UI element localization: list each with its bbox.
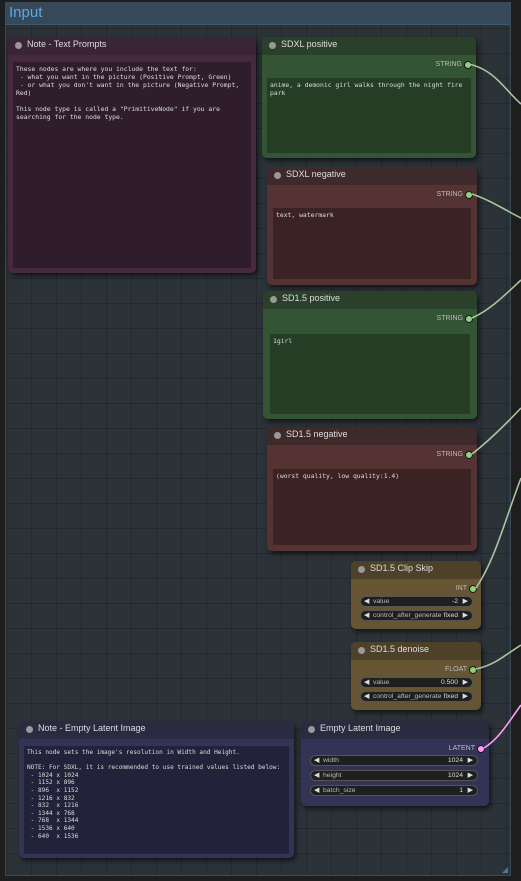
node-title: SDXL positive	[281, 39, 338, 49]
clip-skip-node[interactable]: SD1.5 Clip Skip INT ◀ value -2 ▶ ◀ contr…	[351, 561, 481, 629]
collapse-dot-icon[interactable]	[270, 296, 277, 303]
widget-label: value	[373, 679, 390, 686]
node-header[interactable]: SD1.5 denoise	[351, 642, 481, 660]
widget-value: fixed	[443, 612, 458, 619]
decrement-arrow-icon[interactable]: ◀	[314, 787, 320, 794]
output-label: STRING	[435, 61, 462, 68]
widget-label: value	[373, 598, 390, 605]
node-header[interactable]: Empty Latent Image	[301, 721, 489, 739]
sdxl-negative-node[interactable]: SDXL negative STRING text, watermark	[267, 167, 477, 285]
collapse-dot-icon[interactable]	[274, 432, 281, 439]
prev-arrow-icon[interactable]: ◀	[364, 693, 370, 700]
output-label: INT	[455, 585, 467, 592]
node-header[interactable]: SDXL negative	[267, 167, 477, 185]
widget-label: height	[323, 772, 342, 779]
node-header[interactable]: SD1.5 negative	[267, 427, 477, 445]
note-text-prompts-node[interactable]: Note - Text Prompts These nodes are wher…	[8, 37, 256, 273]
value-number-widget[interactable]: ◀ value 0.500 ▶	[360, 677, 473, 688]
control-after-generate-combo[interactable]: ◀ control_after_generate fixed ▶	[360, 691, 473, 702]
sdxl-positive-node[interactable]: SDXL positive STRING anime, a demonic gi…	[262, 37, 476, 158]
next-arrow-icon[interactable]: ▶	[462, 693, 468, 700]
widget-label: control_after_generate	[373, 612, 442, 619]
node-title: Note - Empty Latent Image	[38, 723, 146, 733]
prev-arrow-icon[interactable]: ◀	[364, 612, 370, 619]
widget-label: width	[323, 757, 339, 764]
prompt-textarea[interactable]: 1girl	[270, 334, 470, 414]
output-label: STRING	[436, 191, 463, 198]
increment-arrow-icon[interactable]: ▶	[467, 757, 473, 764]
output-label: LATENT	[448, 745, 475, 752]
node-header[interactable]: SD1.5 positive	[263, 291, 477, 309]
decrement-arrow-icon[interactable]: ◀	[314, 757, 320, 764]
increment-arrow-icon[interactable]: ▶	[467, 787, 473, 794]
output-label: STRING	[436, 451, 463, 458]
collapse-dot-icon[interactable]	[26, 726, 33, 733]
note-empty-latent-node[interactable]: Note - Empty Latent Image This node sets…	[19, 721, 294, 858]
node-title: SDXL negative	[286, 169, 346, 179]
value-number-widget[interactable]: ◀ value -2 ▶	[360, 596, 473, 607]
batch-size-widget[interactable]: ◀ batch_size 1 ▶	[310, 785, 478, 796]
collapse-dot-icon[interactable]	[269, 42, 276, 49]
group-title: Input	[9, 4, 43, 21]
prompt-textarea[interactable]: (worst quality, low quality:1.4)	[273, 469, 471, 545]
note-textarea[interactable]: This node sets the image's resolution in…	[24, 746, 289, 854]
prompt-textarea[interactable]: anime, a demonic girl walks through the …	[267, 78, 471, 153]
decrement-arrow-icon[interactable]: ◀	[364, 679, 370, 686]
increment-arrow-icon[interactable]: ▶	[462, 598, 468, 605]
increment-arrow-icon[interactable]: ▶	[462, 679, 468, 686]
denoise-node[interactable]: SD1.5 denoise FLOAT ◀ value 0.500 ▶ ◀ co…	[351, 642, 481, 710]
widget-value: 1024	[447, 772, 463, 779]
group-header[interactable]: Input	[6, 3, 510, 25]
control-after-generate-combo[interactable]: ◀ control_after_generate fixed ▶	[360, 610, 473, 621]
width-widget[interactable]: ◀ width 1024 ▶	[310, 755, 478, 766]
widget-label: batch_size	[323, 787, 356, 794]
collapse-dot-icon[interactable]	[358, 647, 365, 654]
node-title: SD1.5 denoise	[370, 644, 430, 654]
group-resize-handle[interactable]	[502, 867, 508, 873]
collapse-dot-icon[interactable]	[308, 726, 315, 733]
output-slot[interactable]	[465, 191, 473, 199]
node-title: SD1.5 negative	[286, 429, 348, 439]
prompt-textarea[interactable]: text, watermark	[273, 208, 471, 279]
node-header[interactable]: Note - Empty Latent Image	[19, 721, 294, 739]
output-slot[interactable]	[464, 61, 472, 69]
height-widget[interactable]: ◀ height 1024 ▶	[310, 770, 478, 781]
increment-arrow-icon[interactable]: ▶	[467, 772, 473, 779]
widget-value: fixed	[443, 693, 458, 700]
output-label: STRING	[436, 315, 463, 322]
widget-value: 1024	[447, 757, 463, 764]
sd15-positive-node[interactable]: SD1.5 positive STRING 1girl	[263, 291, 477, 419]
widget-value: 0.500	[440, 679, 458, 686]
node-title: SD1.5 positive	[282, 293, 341, 303]
sd15-negative-node[interactable]: SD1.5 negative STRING (worst quality, lo…	[267, 427, 477, 551]
output-slot[interactable]	[465, 451, 473, 459]
output-slot[interactable]	[469, 666, 477, 674]
node-title: SD1.5 Clip Skip	[370, 563, 434, 573]
empty-latent-image-node[interactable]: Empty Latent Image LATENT ◀ width 1024 ▶…	[301, 721, 489, 806]
output-label: FLOAT	[444, 666, 467, 673]
node-title: Note - Text Prompts	[27, 39, 107, 49]
collapse-dot-icon[interactable]	[15, 42, 22, 49]
node-title: Empty Latent Image	[320, 723, 401, 733]
next-arrow-icon[interactable]: ▶	[462, 612, 468, 619]
output-slot[interactable]	[477, 745, 485, 753]
note-textarea[interactable]: These nodes are where you include the te…	[13, 62, 251, 268]
node-header[interactable]: SDXL positive	[262, 37, 476, 55]
collapse-dot-icon[interactable]	[358, 566, 365, 573]
widget-value: 1	[459, 787, 463, 794]
node-header[interactable]: SD1.5 Clip Skip	[351, 561, 481, 579]
decrement-arrow-icon[interactable]: ◀	[314, 772, 320, 779]
output-slot[interactable]	[465, 315, 473, 323]
widget-value: -2	[451, 598, 458, 605]
collapse-dot-icon[interactable]	[274, 172, 281, 179]
widget-label: control_after_generate	[373, 693, 442, 700]
output-slot[interactable]	[469, 585, 477, 593]
decrement-arrow-icon[interactable]: ◀	[364, 598, 370, 605]
node-header[interactable]: Note - Text Prompts	[8, 37, 256, 55]
